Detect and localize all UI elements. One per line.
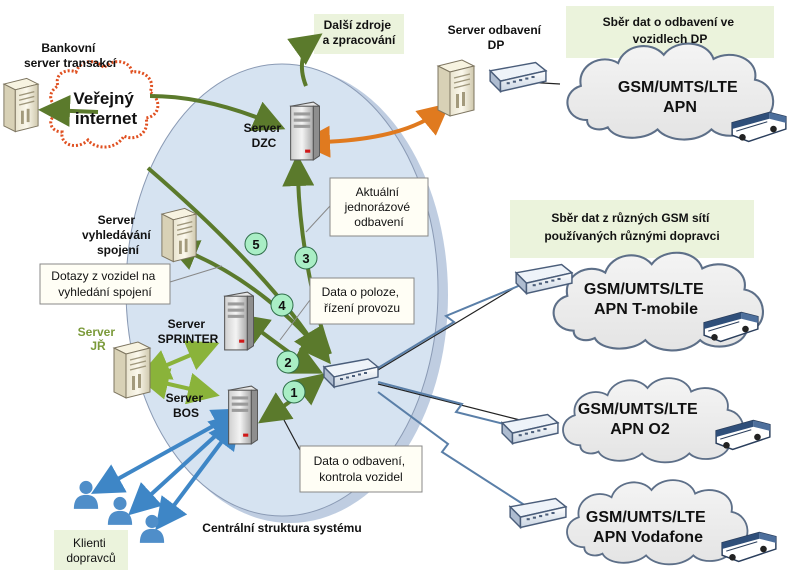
search-server-icon: [161, 207, 197, 263]
cloud-apn-vodafone-label: GSM/UMTS/LTE APN Vodafone: [586, 509, 710, 546]
router-vodafone-icon: [509, 497, 567, 529]
server-dzc-icon: [290, 101, 320, 161]
search-server-label: Server vyhledávání spojení: [82, 213, 154, 257]
vehicle-data-label: Sběr dat o odbavení ve vozidlech DP: [603, 15, 738, 46]
client-person-icon: [73, 480, 99, 509]
link-router-o2: [377, 383, 521, 421]
step-circle-5: [244, 232, 268, 256]
step-2-label: 2: [284, 355, 291, 370]
cloud-apn-o2-label: GSM/UMTS/LTE APN O2: [578, 401, 702, 438]
server-dp-label: Server odbavení DP: [448, 23, 545, 52]
clients-label: Klienti dopravců: [66, 536, 115, 565]
server-sprinter-label: Server SPRINTER: [158, 317, 219, 346]
client-person-icon: [107, 496, 133, 525]
server-jr-label: Server JŘ: [78, 325, 119, 353]
step-circle-1: [282, 380, 306, 404]
step-1-label: 1: [290, 385, 297, 400]
step-5-label: 5: [252, 237, 259, 252]
bank-server-label: Bankovní server transakcí: [24, 41, 117, 70]
cloud-labels: GSM/UMTS/LTE APN GSM/UMTS/LTE APN T-mobi…: [578, 79, 742, 546]
callout-notes: [39, 177, 429, 493]
arrow-internet-to-dzc: [149, 94, 286, 132]
gsm-data-label: Sběr dat z různých GSM sítí používaných …: [544, 211, 719, 243]
server-bos-label: Server BOS: [166, 391, 207, 420]
leader-position-data: [279, 299, 311, 341]
queries-box: [39, 263, 171, 305]
step-circle-2: [276, 350, 300, 374]
server-sprinter-icon: [224, 291, 254, 351]
router-o2-icon: [501, 413, 559, 445]
position-data-label: Data o poloze, řízení provozu: [322, 285, 403, 315]
link-router-tmobile: [377, 281, 525, 371]
step-markers: 1 2 3 4 5: [244, 232, 318, 404]
central-structure-label: Centrální struktura systému: [202, 521, 361, 535]
server-bos-icon: [228, 385, 258, 445]
blue-arrows: [91, 408, 245, 531]
other-sources-label: Další zdroje a zpracování: [323, 18, 396, 47]
server-jr-icon: [113, 341, 151, 399]
arrow-dzc-to-sources: [287, 33, 323, 87]
leader-actual-fares: [305, 205, 331, 233]
arrow-dzc-server-dp: [298, 102, 451, 158]
step-4-label: 4: [278, 298, 286, 313]
position-data-box: [309, 277, 415, 325]
cloud-apn-dp-label: GSM/UMTS/LTE APN: [618, 79, 742, 116]
arrow-bos-client-3: [155, 416, 241, 531]
step-circle-3: [294, 246, 318, 270]
wireless-to-tmobile: [377, 281, 529, 369]
server-dzc-label: Server DZC: [244, 121, 285, 150]
arrow-internet-to-bank: [38, 94, 99, 127]
arrow-jr-bos: [136, 368, 220, 405]
step-3-label: 3: [302, 251, 309, 266]
router-dp-icon: [489, 61, 547, 93]
bank-server-icon: [3, 77, 39, 133]
gsm-data-note: [510, 200, 754, 258]
public-internet-cloud: [49, 60, 160, 149]
other-sources-note: [314, 14, 404, 54]
internet-label: Veřejný internet: [73, 89, 138, 128]
arrow-jr-sprinter: [137, 340, 220, 380]
cloud-apn-tmobile-label: GSM/UMTS/LTE APN T-mobile: [584, 281, 708, 318]
leader-queries: [169, 265, 223, 283]
wireless-to-o2: [377, 381, 521, 429]
clients-note: [54, 530, 128, 570]
router-tmobile-icon: [515, 263, 573, 295]
queries-label: Dotazy z vozidel na vyhledání spojení: [51, 269, 158, 299]
server-dp-icon: [437, 59, 475, 117]
wireless-to-vodafone: [377, 391, 527, 507]
step-circle-4: [270, 293, 294, 317]
light-green-arrows: [136, 340, 220, 405]
wireless-links: [377, 281, 529, 507]
leader-fare-data: [283, 419, 301, 451]
fare-data-box: [299, 445, 423, 493]
actual-fares-box: [329, 177, 429, 237]
actual-fares-label: Aktuální jednorázové odbavení: [344, 185, 414, 229]
fare-data-label: Data o odbavení, kontrola vozidel: [314, 454, 409, 484]
diagram-labels: Bankovní server transakcí Veřejný intern…: [24, 15, 738, 565]
client-person-icon: [139, 514, 165, 543]
